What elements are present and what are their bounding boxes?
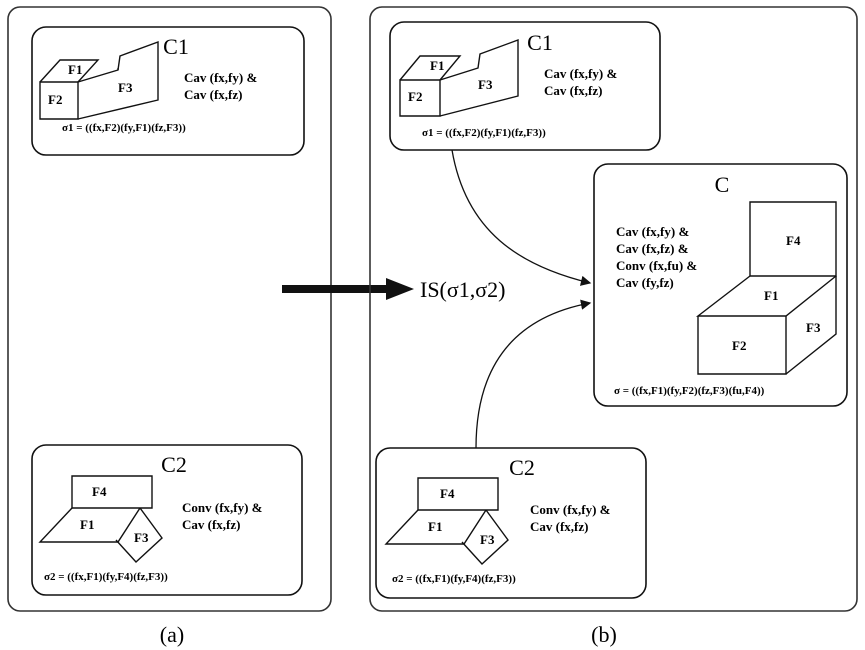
- panel-a-frame: [7, 6, 332, 612]
- panel-b-c1-face-f1: F1: [430, 58, 444, 73]
- panel-b-c2-shape: [384, 477, 509, 565]
- panel-b-c-box: C F4 F1 F3 F2 Cav (fx,fy) & Cav (fx,fz) …: [593, 163, 848, 407]
- panel-b-c-face-f1: F1: [764, 288, 778, 303]
- panel-a-c1-shape: [39, 40, 159, 120]
- panel-a-c2-shape: [38, 475, 163, 563]
- panel-a-c1-face-f2: F2: [48, 92, 62, 107]
- panel-b-caption: (b): [591, 622, 617, 647]
- panel-a-c1-constraint-1: Cav (fx,fy) &: [184, 70, 257, 85]
- panel-a: C1 F1 F2 F3 Cav (fx,fy) & Cav (fx,fz) σ1…: [7, 6, 332, 647]
- panel-b-c1-sigma: σ1 = ((fx,F2)(fy,F1)(fz,F3)): [422, 127, 546, 139]
- transform-arrow: [282, 278, 414, 300]
- panel-b: C1 F1 F2 F3 Cav (fx,fy) & Cav (fx,fz) σ1…: [369, 6, 858, 647]
- panel-b-c-title: C: [715, 172, 730, 197]
- panel-b-c2-title: C2: [509, 455, 535, 480]
- panel-a-c1-box: C1 F1 F2 F3 Cav (fx,fy) & Cav (fx,fz) σ1…: [31, 26, 305, 156]
- panel-b-c1-face-f2: F2: [408, 89, 422, 104]
- panel-b-c2-face-f1: F1: [428, 519, 442, 534]
- panel-a-c1-face-f3: F3: [118, 80, 133, 95]
- panel-b-c1-face-f3: F3: [478, 77, 493, 92]
- panel-a-c1-constraint-2: Cav (fx,fz): [184, 87, 242, 102]
- panel-b-c-constraint-4: Cav (fy,fz): [616, 275, 674, 290]
- edge-c1-to-c: [451, 149, 592, 286]
- panel-b-c1-constraint-1: Cav (fx,fy) &: [544, 66, 617, 81]
- panel-b-c2-box: C2 F4 F1 F3 Conv (fx,fy) & Cav (fx,fz) σ…: [375, 447, 647, 599]
- panel-b-c1-box: C1 F1 F2 F3 Cav (fx,fy) & Cav (fx,fz) σ1…: [389, 21, 661, 151]
- panel-a-c2-box: C2 F4 F1 F3 Conv (fx,fy) & Cav (fx,fz) σ…: [31, 444, 303, 596]
- panel-b-c2-constraint-2: Cav (fx,fz): [530, 519, 588, 534]
- panel-a-c2-face-f3: F3: [134, 530, 149, 545]
- panel-b-c1-shape: [399, 38, 519, 117]
- panel-b-c-constraint-1: Cav (fx,fy) &: [616, 224, 689, 239]
- panel-b-c-sigma: σ = ((fx,F1)(fy,F2)(fz,F3)(fu,F4)): [614, 385, 765, 397]
- panel-b-c-face-f2: F2: [732, 338, 746, 353]
- panel-b-frame: [369, 6, 858, 612]
- panel-b-c-shape: [695, 201, 837, 375]
- panel-b-c-constraint-2: Cav (fx,fz) &: [616, 241, 689, 256]
- arrow-label: IS(σ1,σ2): [420, 277, 505, 302]
- panel-a-c2-title: C2: [161, 452, 187, 477]
- panel-a-c2-face-f1: F1: [80, 517, 94, 532]
- edge-c2-to-c: [475, 299, 592, 449]
- panel-a-c1-face-f1: F1: [68, 62, 82, 77]
- panel-b-c2-face-f3: F3: [480, 532, 495, 547]
- panel-a-c2-face-f4: F4: [92, 484, 107, 499]
- panel-a-c2-constraint-2: Cav (fx,fz): [182, 517, 240, 532]
- panel-b-c1-title: C1: [527, 30, 553, 55]
- panel-a-c1-title: C1: [163, 34, 189, 59]
- panel-b-c-face-f4: F4: [786, 233, 801, 248]
- panel-b-c2-constraint-1: Conv (fx,fy) &: [530, 502, 611, 517]
- panel-b-c-face-f3: F3: [806, 320, 821, 335]
- panel-b-c-constraint-3: Conv (fx,fu) &: [616, 258, 697, 273]
- panel-a-c2-sigma: σ2 = ((fx,F1)(fy,F4)(fz,F3)): [44, 571, 168, 583]
- panel-a-c2-constraint-1: Conv (fx,fy) &: [182, 500, 263, 515]
- panel-b-c2-face-f4: F4: [440, 486, 455, 501]
- panel-a-c1-sigma: σ1 = ((fx,F2)(fy,F1)(fz,F3)): [62, 122, 186, 134]
- panel-a-caption: (a): [160, 622, 184, 647]
- panel-b-c1-constraint-2: Cav (fx,fz): [544, 83, 602, 98]
- panel-b-c2-sigma: σ2 = ((fx,F1)(fy,F4)(fz,F3)): [392, 573, 516, 585]
